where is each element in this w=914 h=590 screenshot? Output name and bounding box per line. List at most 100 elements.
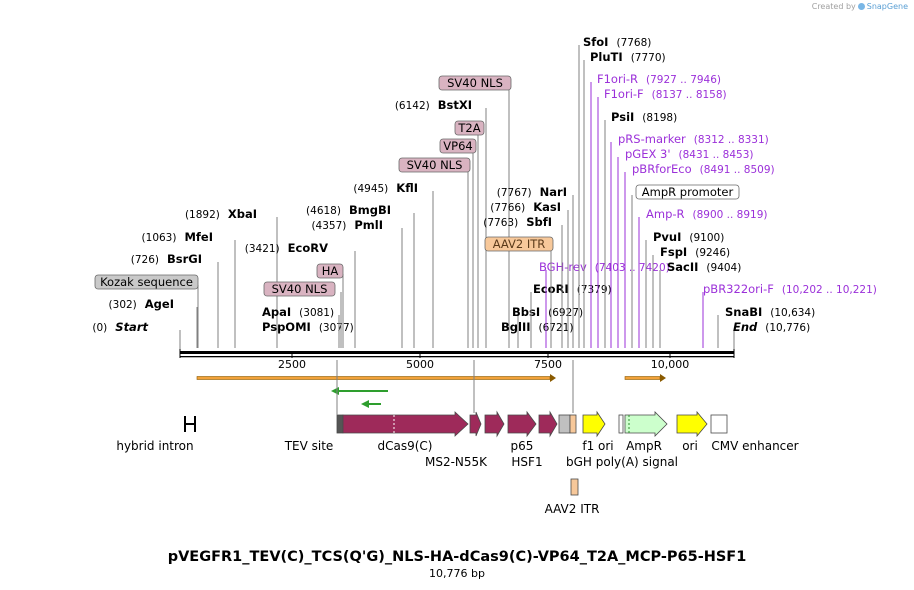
site-pbrforeco-position: (8491 .. 8509) bbox=[700, 164, 775, 176]
site-snabi-name: SnaBI bbox=[725, 305, 762, 319]
snapgene-logo-icon bbox=[857, 3, 865, 10]
site-ha-name: HA bbox=[322, 264, 339, 278]
site-nari: (7767)NarI bbox=[497, 185, 574, 348]
credit-prefix: Created by bbox=[811, 2, 856, 11]
site-pmli: (4357)PmlI bbox=[311, 218, 403, 348]
site-amppromoter-name: AmpR promoter bbox=[642, 185, 734, 199]
site-sv40nls1-box bbox=[263, 281, 336, 297]
feature-dcas9-arrow bbox=[342, 411, 469, 437]
site-aav2itr-name: AAV2 ITR bbox=[493, 237, 546, 251]
site-sfoi-name: SfoI bbox=[583, 35, 608, 49]
site-bstxi-name: BstXI bbox=[438, 98, 472, 112]
feature-ori-label: ori bbox=[682, 439, 698, 453]
site-ecorv-label: (3421)EcoRV bbox=[245, 241, 328, 255]
feature-cmv-label: CMV enhancer bbox=[711, 439, 798, 453]
site-nari-label: (7767)NarI bbox=[497, 185, 567, 199]
site-agei: (302) AgeI bbox=[109, 297, 198, 348]
site-kfli-name: KflI bbox=[396, 181, 418, 195]
backbone-line bbox=[180, 351, 734, 354]
site-ecorv: (3421)EcoRV bbox=[245, 241, 356, 348]
feature-f1ori-label: f1 ori bbox=[582, 439, 613, 453]
site-xbai-position: (1892) bbox=[185, 209, 220, 221]
site-bbsi-name: BbsI bbox=[512, 305, 540, 319]
site-bglii: BglII(6721) bbox=[501, 320, 573, 348]
site-end-label: End(10,776) bbox=[733, 320, 810, 334]
site-sv40nls3: SV40 NLS bbox=[438, 75, 512, 348]
site-sbfi: (7763)SbfI bbox=[483, 215, 563, 348]
site-kozak: Kozak sequence bbox=[94, 274, 199, 348]
site-mfei: (1063)MfeI bbox=[142, 230, 236, 348]
site-xbai: (1892)XbaI bbox=[185, 207, 278, 348]
site-sv40nls2-box bbox=[398, 157, 471, 173]
site-sacii-position: (9404) bbox=[706, 262, 741, 274]
orf-bar-main-arrowhead bbox=[550, 374, 556, 382]
site-psii-position: (8198) bbox=[642, 112, 677, 124]
site-pspomi-name: PspOMI bbox=[262, 320, 311, 334]
site-bstxi: (6142)BstXI bbox=[395, 98, 487, 348]
site-bstxi-label: (6142)BstXI bbox=[395, 98, 472, 112]
site-pgex3-name: pGEX 3' bbox=[625, 147, 671, 161]
site-aav2itr: AAV2 ITR bbox=[484, 236, 554, 348]
site-snabi: SnaBI(10,634) bbox=[717, 305, 815, 348]
site-prsmarker-position: (8312 .. 8331) bbox=[694, 134, 769, 146]
site-bmgbi-position: (4618) bbox=[306, 205, 341, 217]
site-bghrev: BGH-rev(7403 .. 7420) bbox=[539, 260, 670, 348]
site-aav2itr-box bbox=[484, 236, 554, 252]
site-t2a-name: T2A bbox=[457, 121, 480, 135]
site-kfli: (4945)KflI bbox=[353, 181, 434, 348]
site-bsrgi: (726)BsrGI bbox=[131, 252, 219, 348]
site-sfoi-position: (7768) bbox=[616, 37, 651, 49]
feature-bgh-label: bGH poly(A) signal bbox=[566, 455, 678, 469]
site-pgex3: pGEX 3'(8431 .. 8453) bbox=[617, 147, 754, 348]
site-kozak-name: Kozak sequence bbox=[100, 275, 193, 289]
site-sbfi-name: SbfI bbox=[526, 215, 552, 229]
plasmid-length: 10,776 bp bbox=[429, 567, 485, 580]
site-end: End(10,776) bbox=[733, 320, 810, 349]
site-pluti-label: PluTI(7770) bbox=[590, 50, 666, 64]
site-agei-name: AgeI bbox=[145, 297, 174, 311]
primer-arrow-upper-head bbox=[331, 387, 339, 395]
site-agei-position: (302) bbox=[109, 299, 137, 311]
site-pspomi-label: PspOMI (3077) bbox=[262, 320, 354, 334]
site-psii-name: PsiI bbox=[611, 110, 634, 124]
ruler-tick-label: 5000 bbox=[406, 358, 434, 371]
site-bsrgi-name: BsrGI bbox=[167, 252, 202, 266]
site-f1orir: F1ori-R (7927 .. 7946) bbox=[590, 72, 721, 348]
site-f1orif-position: (8137 .. 8158) bbox=[652, 89, 727, 101]
site-bghrev-name: BGH-rev bbox=[539, 260, 587, 274]
backbone-line-lower bbox=[180, 356, 734, 358]
feature-ms2-label: MS2-N55K bbox=[425, 455, 488, 469]
site-nari-name: NarI bbox=[540, 185, 567, 199]
site-pluti-name: PluTI bbox=[590, 50, 623, 64]
orf-bar-ampr bbox=[624, 376, 661, 380]
site-kasi-name: KasI bbox=[533, 200, 561, 214]
site-pbrforeco-name: pBRforEco bbox=[632, 162, 692, 176]
feature-aav2_lower-label: AAV2 ITR bbox=[545, 502, 600, 516]
site-sacii-name: SacII bbox=[667, 260, 698, 274]
site-bglii-name: BglII bbox=[501, 320, 531, 334]
site-ha: HA bbox=[316, 263, 344, 348]
site-pluti: PluTI(7770) bbox=[583, 50, 666, 348]
site-ampr: Amp-R(8900 .. 8919) bbox=[638, 207, 768, 348]
site-amppromoter-box bbox=[635, 184, 740, 200]
site-f1orir-name: F1ori-R bbox=[597, 72, 638, 86]
site-pbr322-name: pBR322ori-F bbox=[703, 282, 774, 296]
site-ecorv-name: EcoRV bbox=[288, 241, 328, 255]
site-ha-box bbox=[316, 263, 344, 279]
site-amppromoter: AmpR promoter bbox=[631, 184, 740, 348]
site-f1orir-position: (7927 .. 7946) bbox=[646, 74, 721, 86]
site-pbr322: pBR322ori-F(10,202 .. 10,221) bbox=[702, 282, 877, 348]
site-sfoi-label: SfoI (7768) bbox=[583, 35, 651, 49]
site-pbrforeco-label: pBRforEco (8491 .. 8509) bbox=[632, 162, 775, 176]
site-end-name: End bbox=[733, 320, 758, 334]
site-sacii: SacII (9404) bbox=[659, 260, 741, 348]
site-start-label: (0)Start bbox=[92, 320, 148, 334]
site-psii-label: PsiI (8198) bbox=[611, 110, 677, 124]
ruler-tick-label: 10,000 bbox=[651, 358, 690, 371]
site-kozak-box bbox=[94, 274, 199, 290]
ruler-tick-label: 2500 bbox=[278, 358, 306, 371]
site-bglii-label: BglII(6721) bbox=[501, 320, 573, 334]
site-start-position: (0) bbox=[92, 322, 107, 334]
site-pspomi-position: (3077) bbox=[319, 322, 354, 334]
site-xbai-label: (1892)XbaI bbox=[185, 207, 257, 221]
